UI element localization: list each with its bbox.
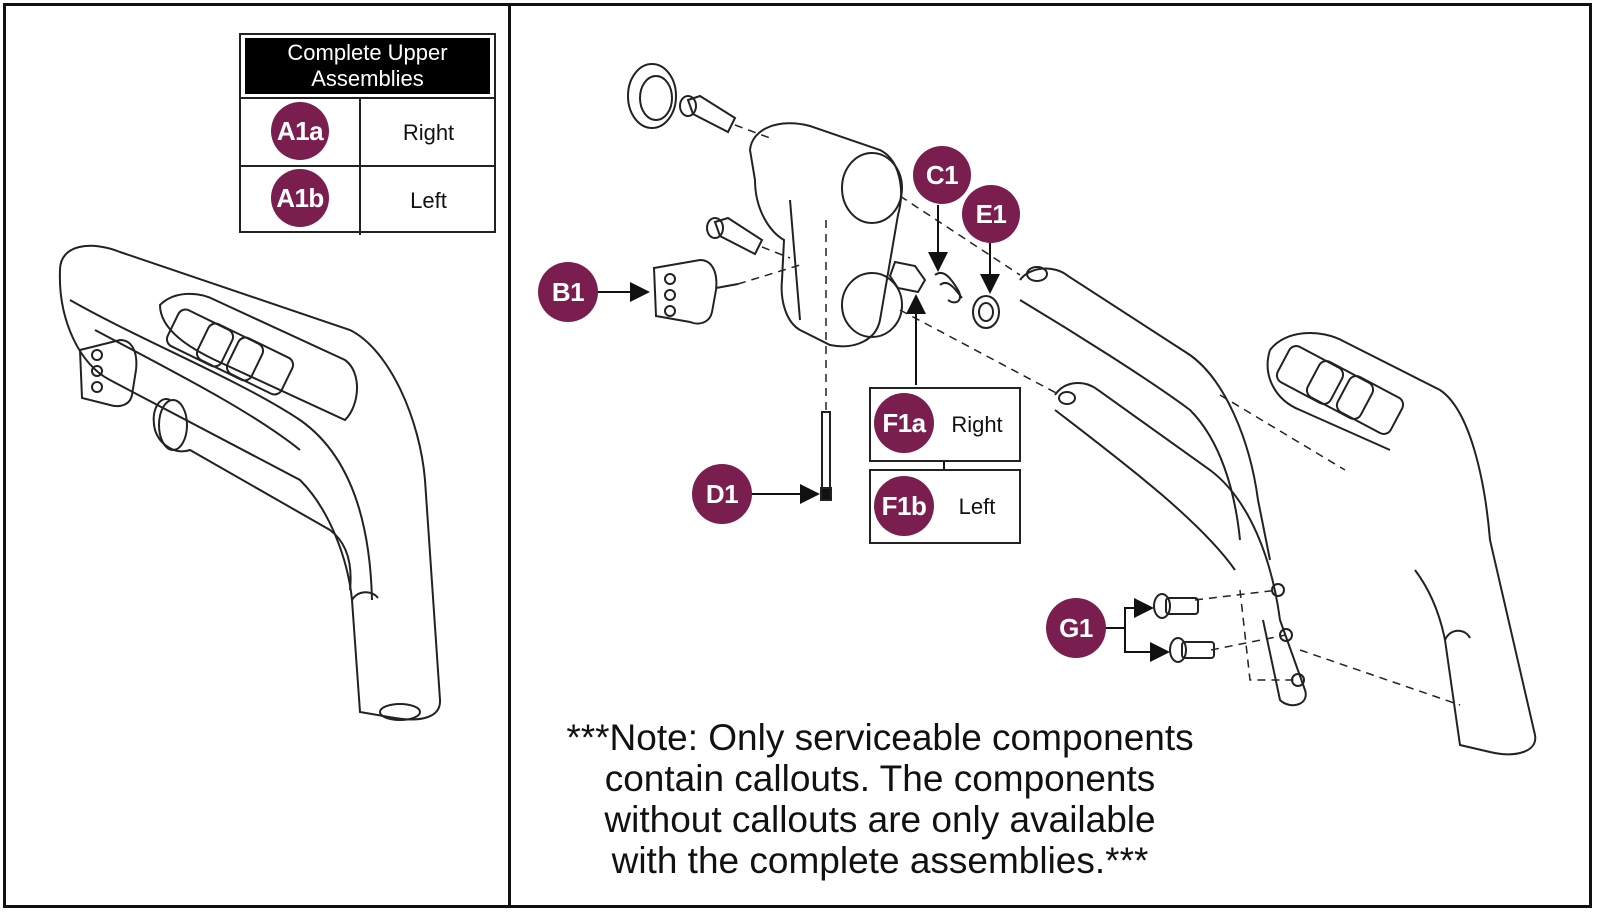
legend-row-right: Right (241, 97, 494, 167)
note-line: with the complete assemblies.*** (611, 840, 1149, 881)
note-line: ***Note: Only serviceable components (566, 717, 1194, 758)
note-line: contain callouts. The components (604, 758, 1156, 799)
callout-a1a: A1a (271, 102, 329, 160)
legend-row-label: Left (410, 188, 447, 213)
f1a-label: Right (951, 411, 1003, 437)
callout-a1b: A1b (271, 169, 329, 227)
callout-g1: G1 (1046, 598, 1106, 658)
callout-b1: B1 (538, 262, 598, 322)
service-note: ***Note: Only serviceable components con… (520, 717, 1240, 881)
legend-row-label: Right (402, 120, 455, 145)
callout-e1: E1 (962, 185, 1020, 243)
assembly-guide-lines (734, 124, 1461, 706)
exploded-components (627, 63, 1537, 756)
callout-d1: D1 (692, 464, 752, 524)
panel-divider (508, 3, 511, 908)
legend-row-left: Left (241, 165, 494, 235)
callout-c1: C1 (913, 146, 971, 204)
complete-assembly-illustration (58, 244, 442, 721)
diagram-frame (3, 3, 1592, 908)
callout-f1b: F1b (874, 476, 934, 536)
note-line: without callouts are only available (604, 799, 1156, 840)
legend-title: Complete Upper Assemblies (245, 38, 490, 94)
callout-f1a: F1a (874, 393, 934, 453)
callout-leaders (597, 205, 1170, 662)
f1b-label: Left (958, 493, 996, 519)
